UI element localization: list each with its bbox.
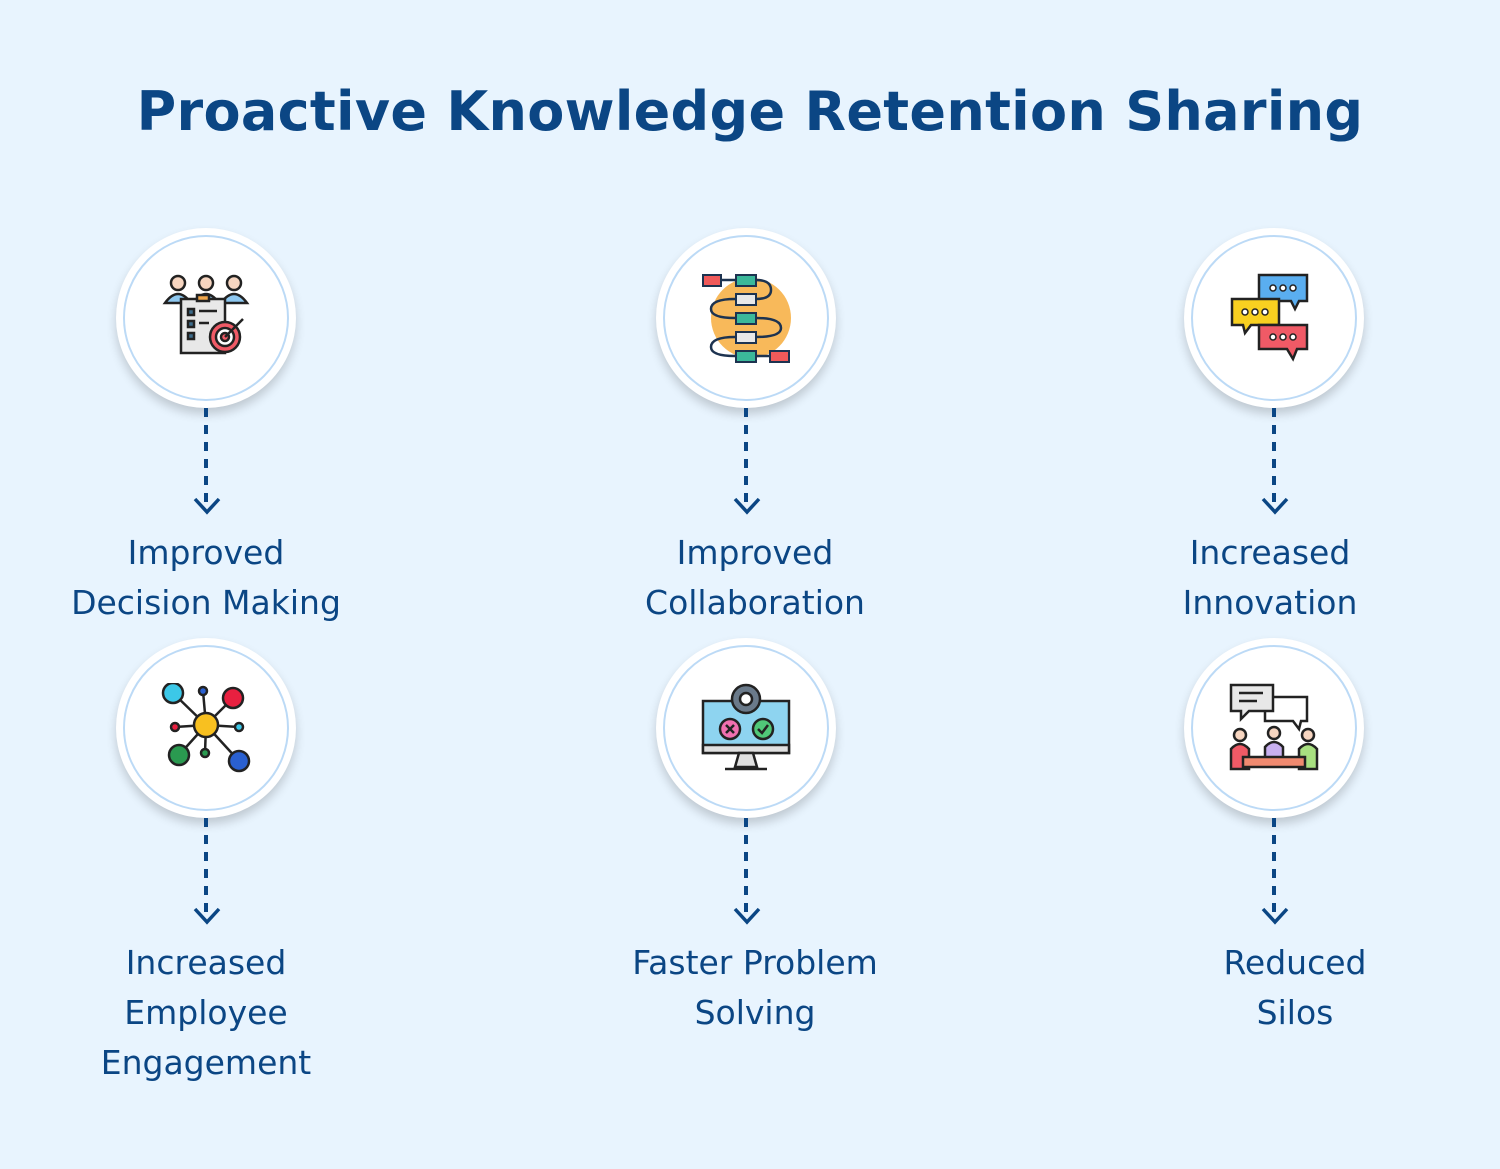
icon-circle bbox=[1184, 638, 1364, 818]
chevron-down-icon bbox=[1261, 497, 1289, 515]
icon-circle bbox=[116, 638, 296, 818]
dashed-connector bbox=[744, 818, 748, 918]
workflow-icon bbox=[702, 274, 791, 363]
meeting-icon bbox=[1229, 683, 1319, 771]
chevron-down-icon bbox=[1261, 907, 1289, 925]
icon-circle bbox=[656, 638, 836, 818]
icon-circle bbox=[1184, 228, 1364, 408]
dashed-connector bbox=[1272, 408, 1276, 508]
icon-circle bbox=[656, 228, 836, 408]
dashed-connector bbox=[744, 408, 748, 508]
chevron-down-icon bbox=[733, 907, 761, 925]
chat-bubbles-icon bbox=[1230, 273, 1309, 362]
monitor-gear-icon bbox=[701, 683, 791, 771]
dashed-connector bbox=[204, 408, 208, 508]
dashed-connector bbox=[204, 818, 208, 918]
chevron-down-icon bbox=[193, 907, 221, 925]
icon-circle bbox=[116, 228, 296, 408]
chevron-down-icon bbox=[193, 497, 221, 515]
network-icon bbox=[161, 683, 251, 773]
page-title: Proactive Knowledge Retention Sharing bbox=[136, 80, 1364, 143]
dashed-connector bbox=[1272, 818, 1276, 918]
team-target-checklist-icon bbox=[162, 274, 250, 355]
chevron-down-icon bbox=[733, 497, 761, 515]
